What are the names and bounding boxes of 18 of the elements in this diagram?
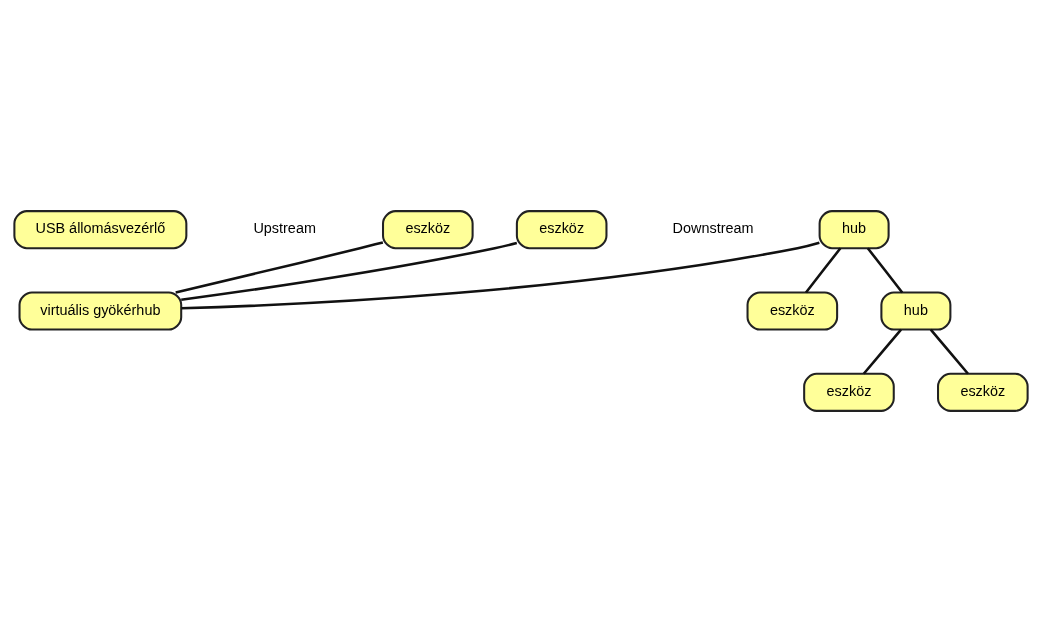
connector xyxy=(175,240,384,294)
node-box: USB állomásvezérlő xyxy=(13,209,188,249)
connector xyxy=(866,247,904,293)
connector xyxy=(862,328,902,375)
node-box: eszköz xyxy=(937,372,1029,412)
node-box: eszköz xyxy=(382,209,474,249)
node-box: eszköz xyxy=(803,372,895,412)
node-box: eszköz xyxy=(746,290,839,331)
label: Downstream xyxy=(672,219,754,236)
label: Upstream xyxy=(253,219,316,236)
connector xyxy=(805,247,842,293)
node-box: hub xyxy=(818,209,890,249)
connector xyxy=(181,240,820,310)
connector xyxy=(929,328,969,375)
node-box: virtuális gyökérhub xyxy=(18,290,183,331)
node-box: eszköz xyxy=(515,209,608,249)
node-box: hub xyxy=(880,290,952,331)
connector xyxy=(181,241,518,301)
